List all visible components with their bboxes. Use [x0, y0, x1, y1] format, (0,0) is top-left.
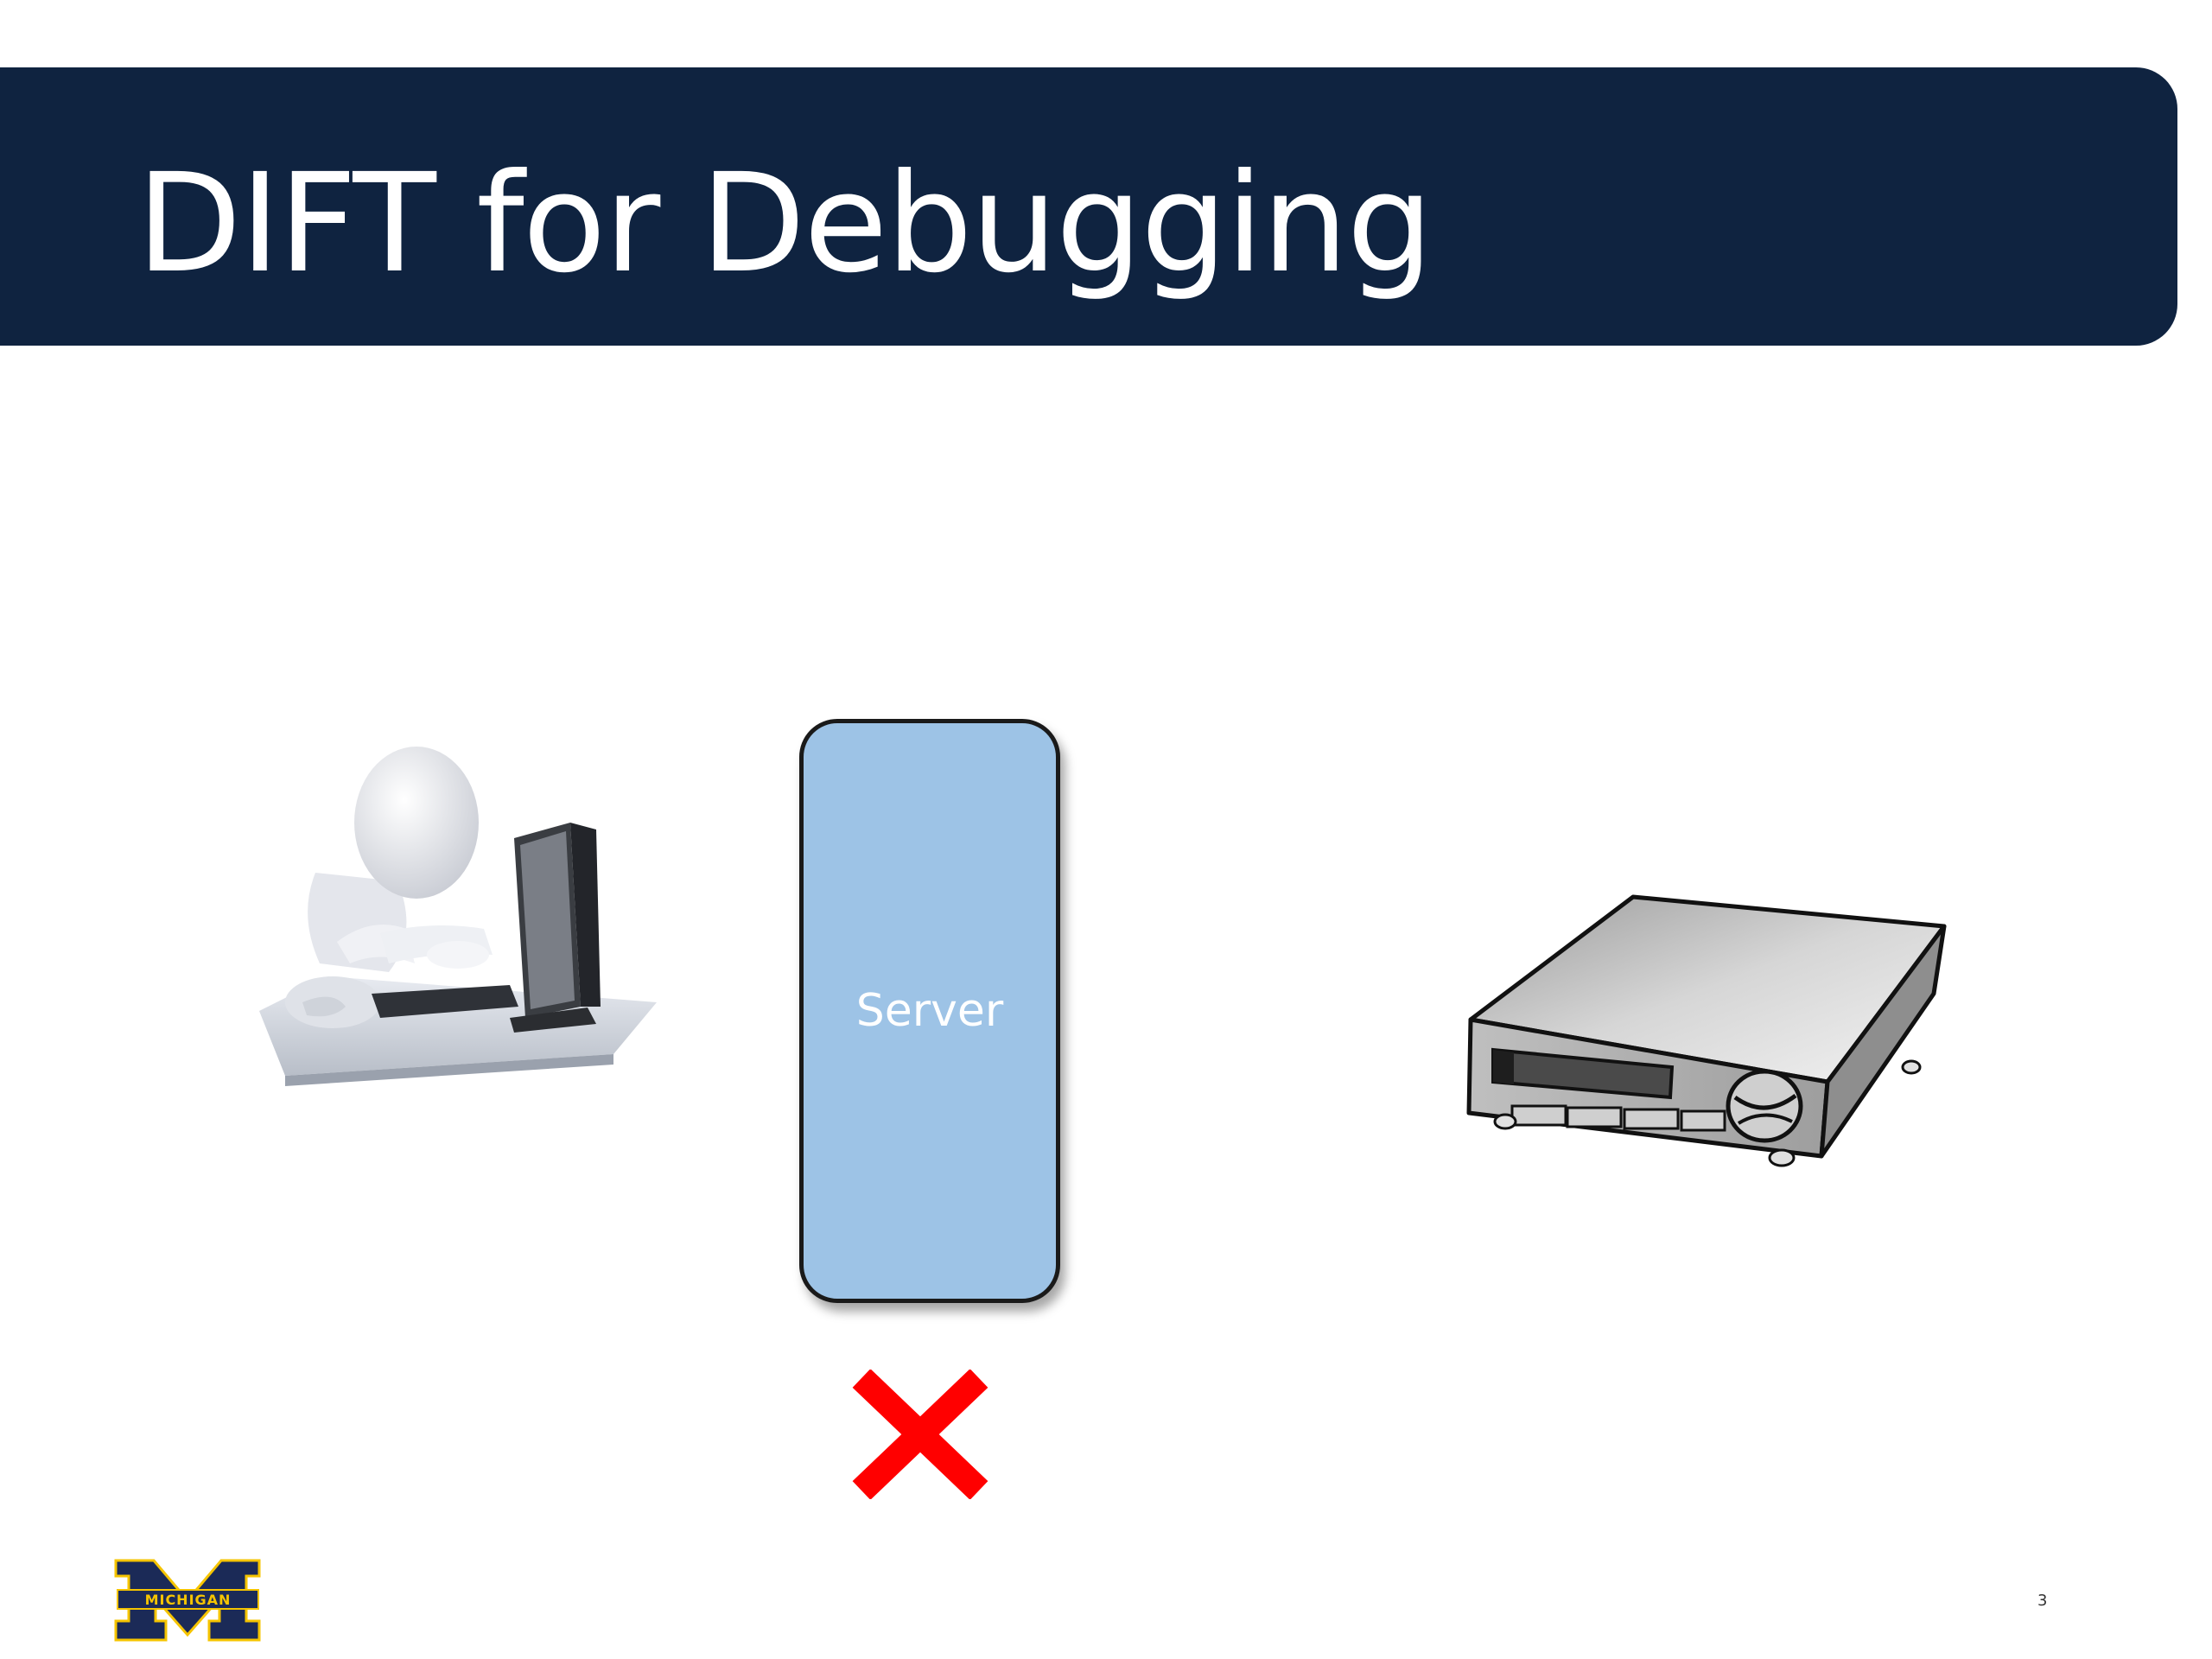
user-at-computer-icon: [259, 747, 657, 1086]
michigan-logo: MICHIGAN: [114, 1559, 261, 1642]
title-bar: [0, 67, 2177, 346]
slide-title: DIFT for Debugging: [137, 144, 1433, 303]
logo-text: MICHIGAN: [145, 1592, 232, 1608]
server-label: Server: [855, 985, 1004, 1037]
set-top-box-icon: [1466, 894, 1947, 1167]
server-box: Server: [799, 719, 1060, 1303]
page-number: 3: [2037, 1592, 2048, 1610]
red-x-icon: [852, 1370, 988, 1499]
